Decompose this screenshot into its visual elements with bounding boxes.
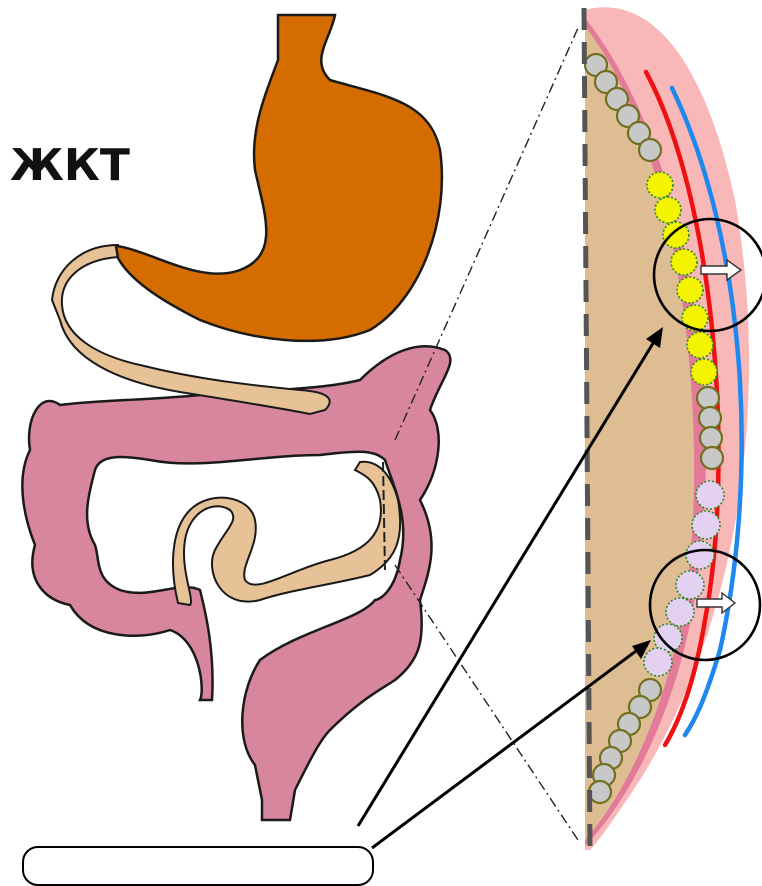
diagram-title: ЖКТ <box>10 140 130 191</box>
gut-wall-section-icon <box>584 7 749 852</box>
callout-box <box>22 846 374 886</box>
stomach-icon <box>116 15 442 341</box>
gut-diagram: ЖКТ <box>0 0 762 859</box>
